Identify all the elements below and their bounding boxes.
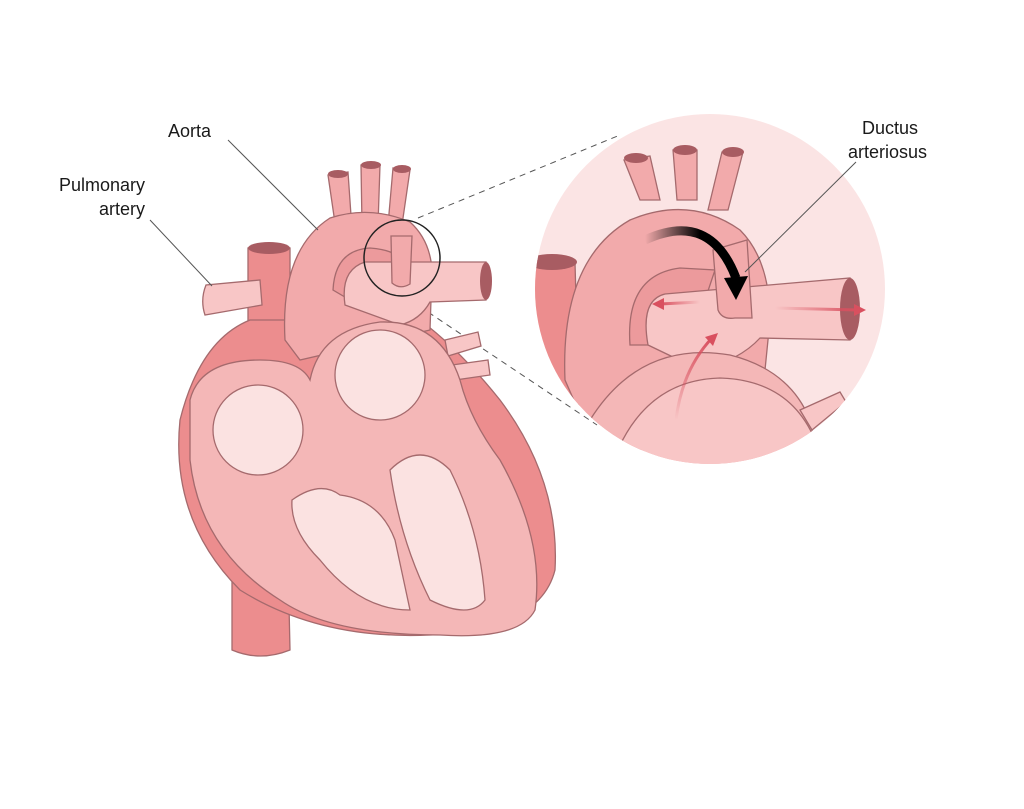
zoom-inset: [535, 114, 885, 464]
blood-flow-arrow-up: [674, 336, 714, 421]
label-aorta: Aorta: [168, 121, 212, 141]
pulmonary-artery-left: [202, 279, 263, 316]
label-ductus-line2: arteriosus: [848, 142, 927, 162]
label-pulmonary-artery-line2: artery: [99, 199, 145, 219]
label-ductus-line1: Ductus: [862, 118, 918, 138]
left-ventricle: [389, 454, 486, 611]
right-ventricle: [291, 488, 411, 611]
label-pulmonary-artery-line1: Pulmonary: [59, 175, 145, 195]
vessel-opening: [248, 242, 290, 254]
ductal-flow-arrow: [643, 226, 741, 280]
blood-flow-arrow-left: [659, 300, 701, 306]
blood-flow-arrow-right: [774, 306, 859, 312]
heart: [178, 161, 557, 657]
magnify-marker-circle: [363, 219, 441, 297]
leader-lines: [149, 139, 857, 287]
left-atrium: [334, 329, 426, 421]
pulmonary-veins: [444, 331, 491, 381]
right-atrium: [212, 384, 304, 476]
ductus-arteriosus-small: [390, 235, 413, 288]
zoom-connector-lines: [409, 134, 621, 426]
